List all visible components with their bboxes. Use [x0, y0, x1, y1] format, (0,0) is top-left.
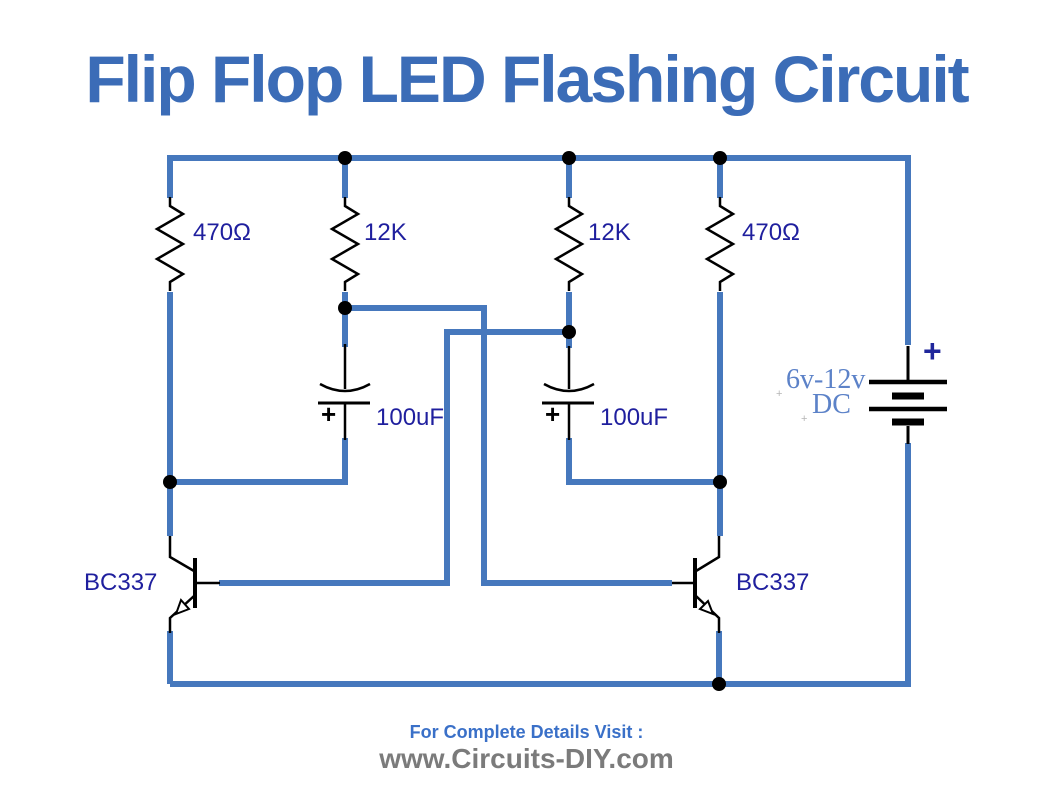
wire-cap-left-to-rail — [170, 438, 348, 485]
junction-dot — [562, 325, 576, 339]
transistor-right-label: BC337 — [736, 569, 810, 596]
capacitor-right-label: 100uF — [600, 404, 669, 431]
capacitor-right-polarity-mark: + — [545, 399, 561, 429]
junction-dot — [712, 677, 726, 691]
junction-dots — [163, 151, 727, 691]
watermark-plus-2: + — [801, 413, 808, 425]
resistor-470-left-label: 470Ω — [193, 219, 251, 246]
resistor-470-left-symbol — [154, 197, 186, 291]
junction-dot — [338, 151, 352, 165]
resistor-12k-right-symbol — [553, 197, 585, 291]
transistor-right-emitter — [695, 595, 721, 633]
resistor-12k-right-label: 12K — [588, 219, 631, 246]
transistor-right-collector — [695, 536, 721, 573]
junction-dot — [163, 475, 177, 489]
battery-type-label: DC — [812, 389, 851, 420]
transistor-left-emitter — [168, 595, 195, 633]
capacitor-left-curved-plate — [319, 382, 371, 393]
wire-cap-right-to-rail — [566, 438, 720, 485]
component-symbols — [154, 197, 947, 633]
junction-dot — [562, 151, 576, 165]
capacitor-left-label: 100uF — [376, 404, 445, 431]
junction-dot — [338, 301, 352, 315]
footer-website-url: www.Circuits-DIY.com — [379, 743, 674, 774]
resistor-12k-left-symbol — [329, 197, 361, 291]
battery-voltage-label: 6v-12v — [786, 364, 866, 395]
resistor-12k-left-label: 12K — [364, 219, 407, 246]
transistor-left-collector — [168, 536, 195, 573]
transistor-left-emitter-arrow — [174, 598, 191, 616]
transistor-right-emitter-arrow — [698, 599, 715, 616]
wire-bottom-rail — [170, 443, 911, 687]
transistor-left-label: BC337 — [84, 569, 158, 596]
wire-top-rail — [167, 155, 911, 345]
watermark-plus-1: + — [776, 388, 783, 400]
battery-polarity-mark: + — [923, 333, 942, 369]
wire-right12k-to-left-base — [219, 329, 569, 586]
junction-dot — [713, 151, 727, 165]
capacitor-left-polarity-mark: + — [321, 399, 337, 429]
resistor-470-right-symbol — [704, 197, 736, 291]
capacitor-right-curved-plate — [543, 382, 595, 393]
wire-left12k-to-right-base — [345, 305, 672, 586]
page-title: Flip Flop LED Flashing Circuit — [85, 42, 969, 116]
junction-dot — [713, 475, 727, 489]
footer-visit-text: For Complete Details Visit : — [409, 722, 644, 742]
resistor-470-right-label: 470Ω — [742, 219, 800, 246]
